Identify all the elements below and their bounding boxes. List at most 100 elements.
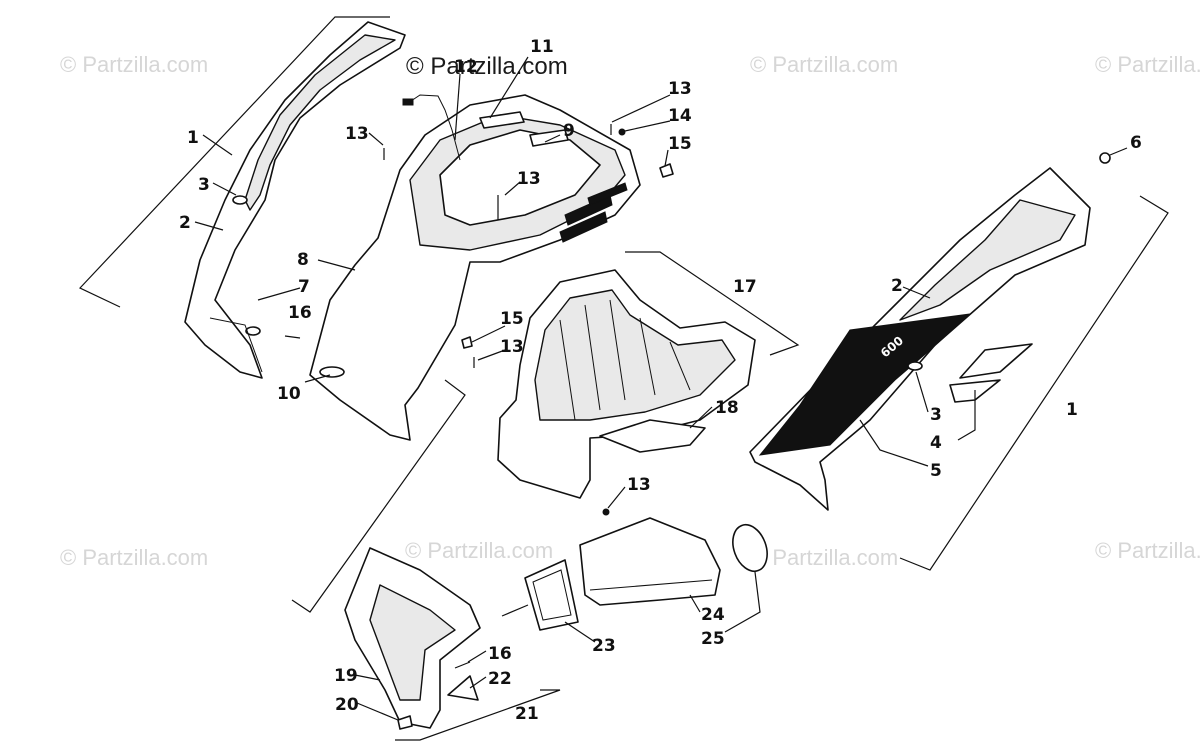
- right-emblem-3: [907, 361, 923, 371]
- leader: [957, 390, 976, 441]
- leader: [194, 221, 224, 231]
- watermark: © Partzilla.com: [1095, 538, 1200, 563]
- hood-wiring: [407, 94, 461, 161]
- leader: [564, 621, 596, 643]
- callout-13-c: 13: [668, 79, 692, 99]
- callout-2-right: 2: [891, 276, 903, 296]
- callout-25: 25: [701, 629, 725, 649]
- lower-panel-inner: [369, 584, 456, 701]
- leader: [489, 56, 529, 119]
- left-side-panel-inner-stripe: [244, 34, 396, 211]
- right-side-panel: 600: [749, 152, 1111, 511]
- watermark: © Partzilla.com: [60, 545, 208, 570]
- callout-15-upper: 15: [668, 134, 692, 154]
- leader: [902, 286, 931, 299]
- leader: [202, 134, 233, 156]
- duct-24: [579, 517, 721, 606]
- callout-13-b: 13: [517, 169, 541, 189]
- callout-1-left: 1: [187, 128, 199, 148]
- right-side-panel-stripe: [899, 199, 1076, 321]
- leader-lines: [194, 56, 1128, 721]
- air-box-foam-18: [599, 419, 706, 453]
- callout-17: 17: [733, 277, 757, 297]
- leader: [257, 287, 301, 301]
- leader: [689, 406, 713, 429]
- screw-16-upper: [284, 335, 301, 339]
- front-hood: [284, 94, 674, 441]
- seal-23-inner: [532, 569, 572, 621]
- wiring-connector: [402, 98, 414, 106]
- leader: [611, 94, 671, 123]
- lower-front-panel: [344, 547, 481, 730]
- grommet-14: [618, 128, 626, 136]
- left-side-panel-edge: [209, 317, 263, 373]
- watermark: © Partzilla.com: [60, 52, 208, 77]
- leader: [544, 134, 561, 143]
- leader: [317, 259, 356, 271]
- watermark: © Partzilla.com: [750, 52, 898, 77]
- leader: [501, 604, 529, 617]
- callout-3-right: 3: [930, 405, 942, 425]
- callout-4: 4: [930, 433, 942, 453]
- callout-13-d: 13: [500, 337, 524, 357]
- leader: [368, 132, 384, 146]
- clamp-25: [732, 523, 768, 573]
- bracket-air-box: [625, 251, 800, 356]
- callout-9: 9: [563, 121, 575, 141]
- callout-15-mid: 15: [500, 309, 524, 329]
- watermark: © Partzilla.com: [750, 545, 898, 570]
- bracket-9: [529, 129, 569, 147]
- leader: [454, 73, 461, 141]
- left-side-panel: [184, 21, 406, 379]
- right-decal-4: [959, 343, 1033, 379]
- callout-1-right: 1: [1066, 400, 1078, 420]
- leader: [477, 349, 506, 361]
- hood-vent-stripe: [559, 211, 608, 243]
- leader: [504, 181, 521, 196]
- watermark-main: © Partzilla.com: [406, 53, 568, 80]
- callout-3-left: 3: [198, 175, 210, 195]
- push-fastener-6: [1099, 152, 1111, 164]
- callout-12: 12: [454, 57, 478, 77]
- bracket-right-side-panel: [899, 195, 1169, 571]
- leader: [471, 325, 506, 343]
- callout-2-left: 2: [179, 213, 191, 233]
- leader: [859, 419, 929, 467]
- callout-21: 21: [515, 704, 539, 724]
- air-box-inner-floor: [534, 289, 736, 421]
- duct-24-seam: [589, 579, 713, 591]
- clip-20: [397, 715, 413, 730]
- callout-7: 7: [298, 277, 310, 297]
- callout-16-upper: 16: [288, 303, 312, 323]
- left-side-panel-outer: [184, 21, 406, 379]
- air-box-ribs: [559, 299, 691, 421]
- watermark: © Partzilla.com: [405, 538, 553, 563]
- clip-15-mid: [461, 336, 473, 349]
- air-intake-duct: [524, 517, 768, 631]
- callout-13-a: 13: [345, 124, 369, 144]
- callout-18: 18: [715, 398, 739, 418]
- screw-13e: [602, 508, 610, 516]
- leader: [356, 702, 399, 721]
- watermarks: © Partzilla.com © Partzilla.com © Partzi…: [60, 52, 1200, 570]
- callout-20: 20: [335, 695, 359, 715]
- leader: [624, 120, 671, 132]
- callout-10: 10: [277, 384, 301, 404]
- leader: [915, 371, 929, 413]
- callout-6: 6: [1130, 133, 1142, 153]
- left-side-panel-emblem: [232, 195, 248, 205]
- air-box: [461, 269, 756, 516]
- right-side-panel-decal: [758, 313, 972, 456]
- watermark: © Partzilla.com: [1095, 52, 1200, 77]
- callout-24: 24: [701, 605, 725, 625]
- gauge-cover-11: [479, 111, 525, 129]
- callout-22: 22: [488, 669, 512, 689]
- hood-logo-badge: [319, 366, 345, 378]
- leader: [304, 374, 331, 383]
- leader: [664, 149, 669, 167]
- callout-23: 23: [592, 636, 616, 656]
- leader: [467, 650, 487, 663]
- leader: [469, 676, 487, 689]
- callout-16-lower: 16: [488, 644, 512, 664]
